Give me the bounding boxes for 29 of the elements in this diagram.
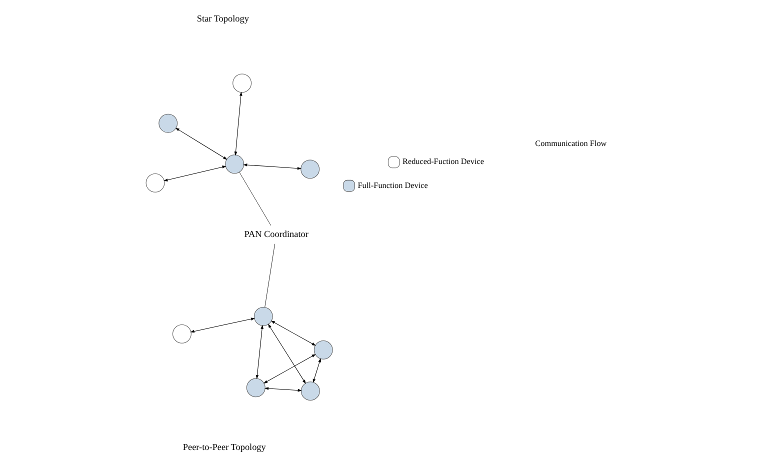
arrow	[312, 358, 321, 383]
arrow	[268, 324, 306, 384]
arrow	[164, 166, 226, 182]
arrow	[270, 320, 316, 346]
arrow	[175, 128, 228, 160]
label: Peer-to-Peer Topology	[182, 442, 266, 452]
label: Star Topology	[196, 14, 249, 24]
legend-label: Full-Function Device	[358, 180, 428, 190]
arrow	[243, 164, 302, 170]
node-circle	[254, 306, 273, 326]
arrow	[190, 318, 256, 333]
legend-label: Reduced-Fuction Device	[402, 157, 484, 166]
arrow	[264, 387, 302, 392]
node-circle	[314, 340, 333, 360]
connector	[239, 172, 272, 226]
arrow	[234, 92, 242, 156]
arrow	[263, 354, 316, 384]
node-text: PAN Coordinator	[244, 228, 308, 239]
node-circle	[146, 173, 165, 192]
legend-label: Communication Flow	[535, 138, 607, 148]
node-circle	[232, 74, 252, 93]
node-circle	[300, 160, 320, 179]
node-circle	[246, 378, 266, 398]
node-circle	[225, 154, 244, 174]
connector	[264, 244, 276, 308]
arrow	[256, 324, 264, 380]
node-circle	[172, 324, 192, 344]
node-circle	[300, 382, 320, 401]
node-circle	[158, 114, 178, 133]
